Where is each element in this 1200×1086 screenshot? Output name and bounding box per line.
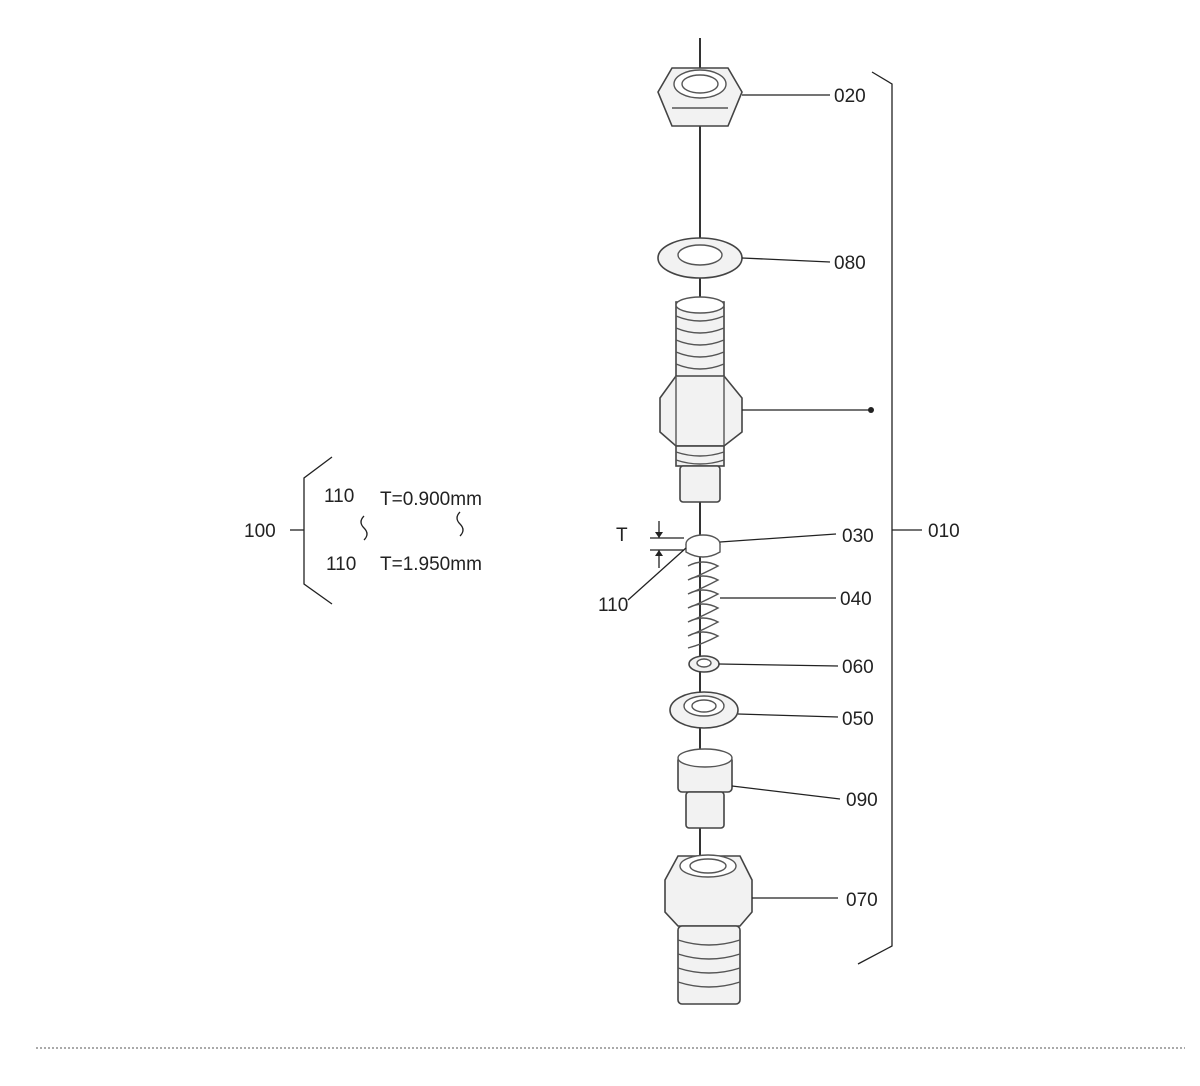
kit-row2-part: 110 [326,554,356,575]
callout-080: 080 [834,253,866,274]
callout-040: 040 [840,589,872,610]
fitting-070 [664,854,753,1005]
callout-030: 030 [842,526,874,547]
callout-090: 090 [846,790,878,811]
callout-010: 010 [928,521,960,542]
callout-020: 020 [834,86,866,107]
delivery-valve-holder [659,296,743,503]
callout-050: 050 [842,709,874,730]
delivery-valve-030 [685,534,721,558]
thickness-dimension [650,521,684,568]
leader-dot [868,407,874,413]
gasket-050 [669,691,739,729]
tilde-mark [456,511,464,537]
spring-040 [687,561,720,649]
ring-060 [688,655,720,673]
tilde-mark [360,515,368,541]
callout-110: 110 [598,595,628,616]
callout-060: 060 [842,657,874,678]
kit-row2-spec: T=1.950mm [380,554,482,575]
bracket-010 [857,71,893,965]
dimension-t-label: T [616,525,628,546]
washer-080 [657,237,743,279]
kit-row1-spec: T=0.900mm [380,489,482,510]
bracket-100 [303,456,333,605]
valve-seat-090 [677,748,733,829]
callout-070: 070 [846,890,878,911]
hex-nut-020 [657,67,743,127]
kit-label: 100 [244,521,276,542]
kit-row1-part: 110 [324,486,354,507]
